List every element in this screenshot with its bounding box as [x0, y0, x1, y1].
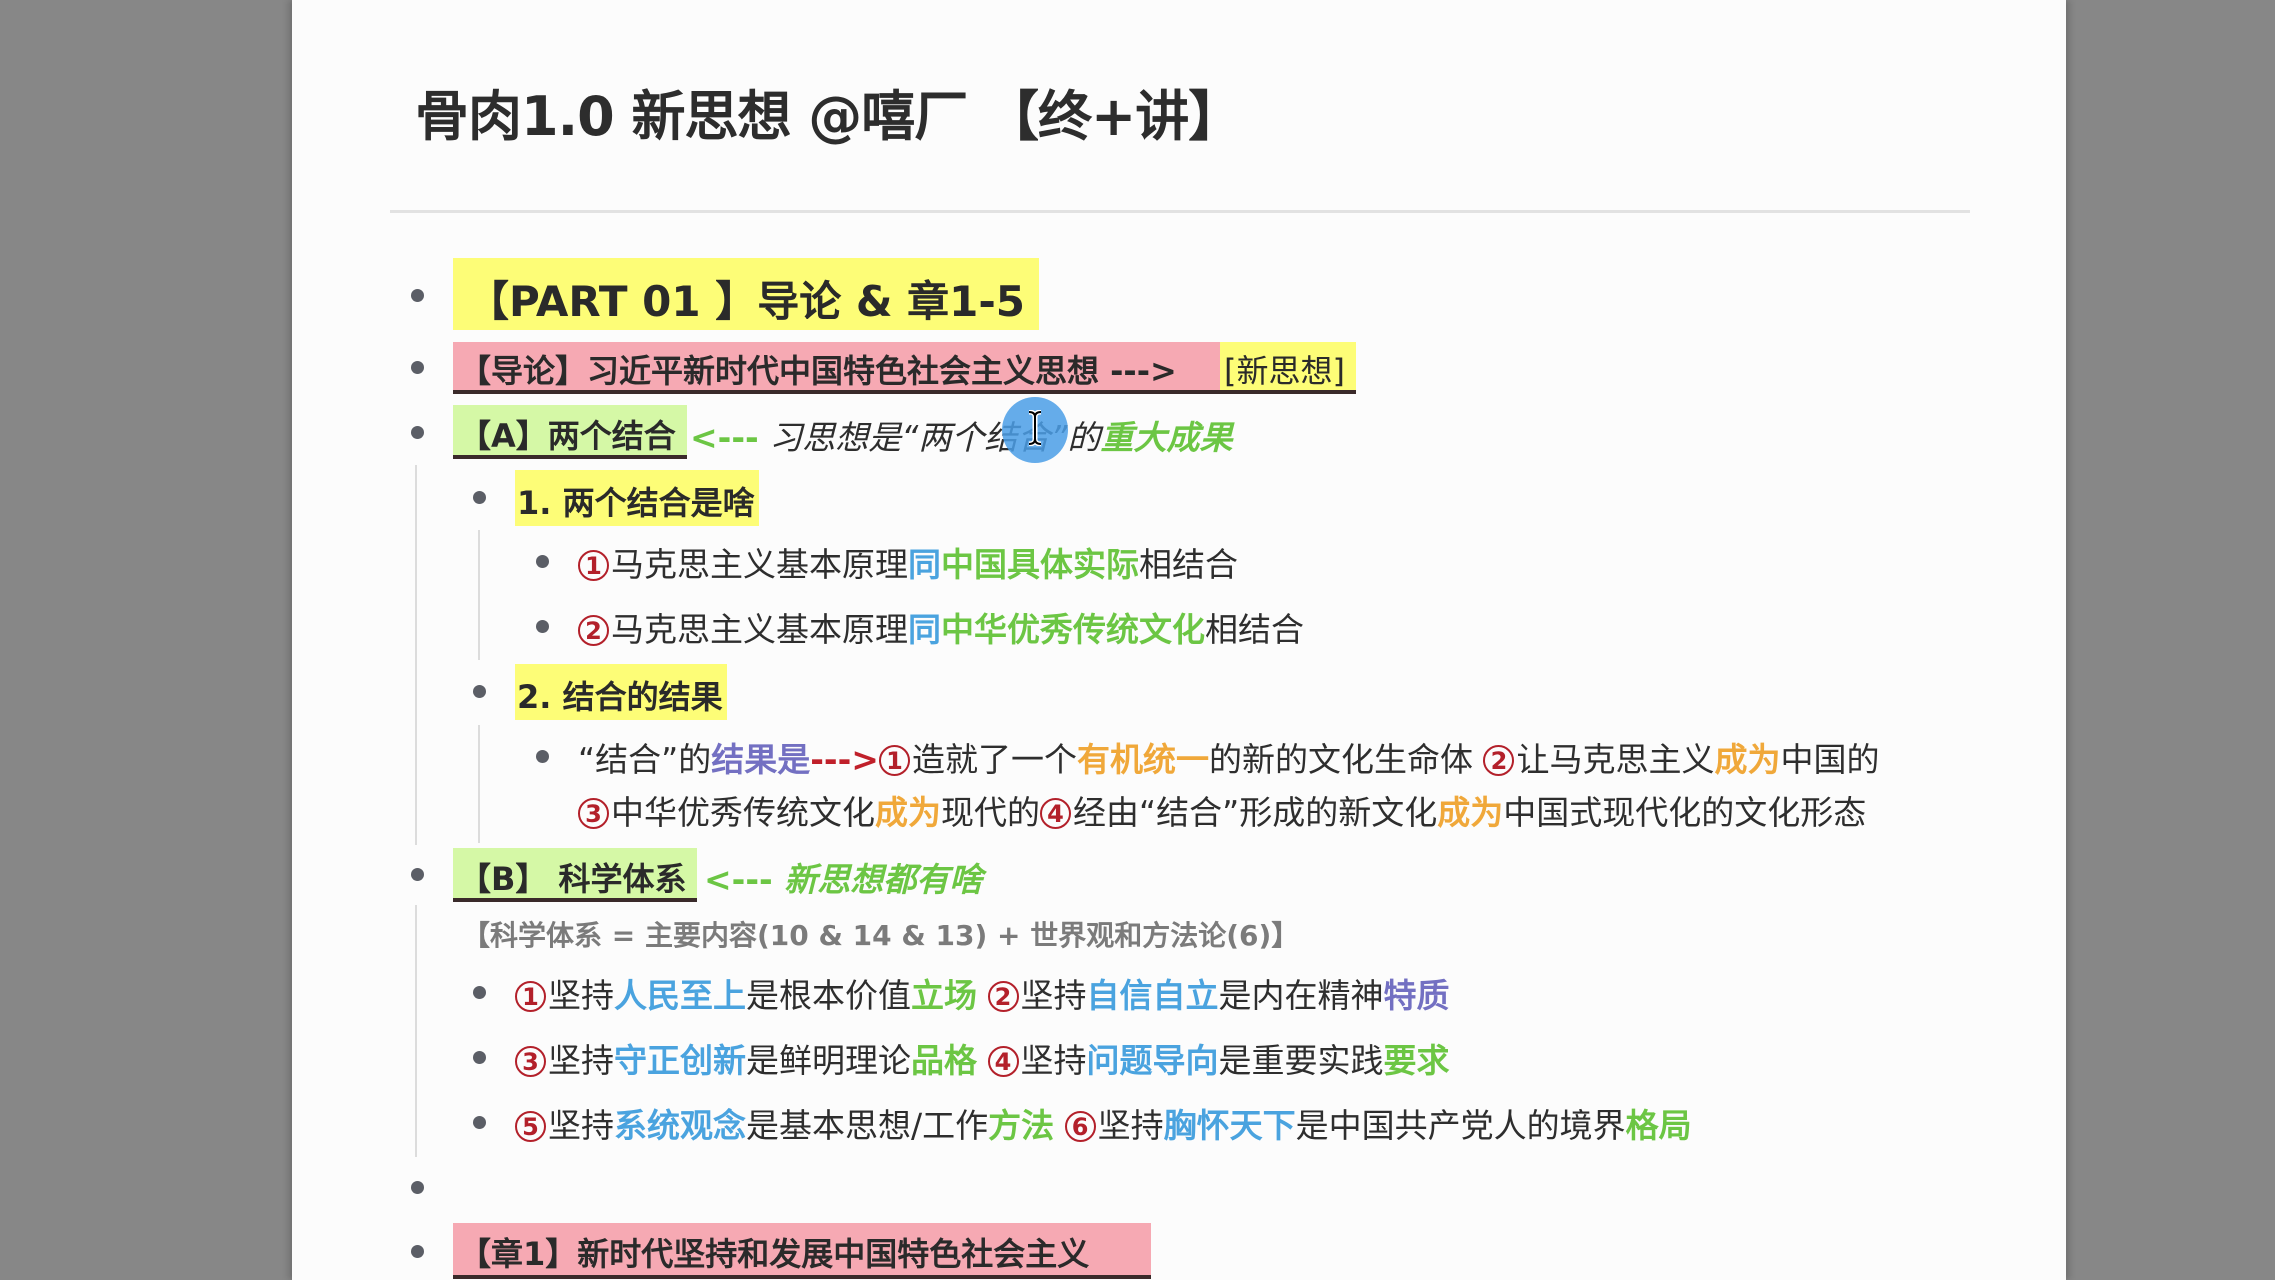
- bullet-dot[interactable]: [536, 555, 549, 568]
- section-b-heading[interactable]: 【B】 科学体系: [453, 848, 697, 902]
- indent-guide-a1: [478, 530, 480, 660]
- section-a-heading-text: 【A】两个结合: [459, 417, 676, 455]
- section-a-note: <--- 习思想是“两个结合”的重大成果: [690, 418, 1233, 457]
- bullet-dot[interactable]: [473, 685, 486, 698]
- bullet-dot[interactable]: [411, 426, 424, 439]
- intro-tag[interactable]: [新思想]: [1220, 342, 1356, 394]
- title-divider: [390, 210, 1970, 213]
- intro-tag-text: [新思想]: [1224, 352, 1345, 390]
- indent-guide-b: [415, 905, 417, 1157]
- bullet-dot[interactable]: [473, 1116, 486, 1129]
- indent-guide-a: [415, 465, 417, 845]
- chapter-1-heading[interactable]: 【章1】新时代坚持和发展中国特色社会主义: [453, 1223, 1151, 1279]
- arrow-left-icon: <---: [704, 860, 773, 899]
- intro-heading-text: 【导论】习近平新时代中国特色社会主义思想 --->: [459, 352, 1177, 390]
- bullet-dot[interactable]: [411, 1245, 424, 1258]
- empty-bullet[interactable]: [411, 1181, 424, 1194]
- part-heading[interactable]: 【PART 01 】导论 & 章1-5: [453, 258, 1039, 330]
- subheading-1-text: 1. 两个结合是啥: [517, 484, 755, 522]
- subheading-2-text: 2. 结合的结果: [517, 678, 723, 716]
- arrow-right-icon: --->: [810, 740, 879, 779]
- text-cursor-icon: [1028, 410, 1042, 446]
- bullet-dot[interactable]: [473, 986, 486, 999]
- bullet-dot[interactable]: [411, 868, 424, 881]
- section-b-formula: 【科学体系 = 主要内容(10 & 14 & 13) + 世界观和方法论(6)】: [462, 919, 1300, 952]
- bullet-dot[interactable]: [411, 289, 424, 302]
- subheading-2[interactable]: 2. 结合的结果: [515, 664, 727, 720]
- intro-heading[interactable]: 【导论】习近平新时代中国特色社会主义思想 --->: [453, 342, 1220, 394]
- bullet-dot[interactable]: [536, 750, 549, 763]
- part-heading-text: 【PART 01 】导论 & 章1-5: [467, 277, 1025, 326]
- indent-guide-a2: [478, 725, 480, 843]
- bullet-dot[interactable]: [473, 1051, 486, 1064]
- page-title: 骨肉1.0 新思想 @嘻厂 【终+讲】: [415, 85, 1242, 148]
- bullet-dot[interactable]: [536, 620, 549, 633]
- bullet-dot[interactable]: [473, 491, 486, 504]
- chapter-1-heading-text: 【章1】新时代坚持和发展中国特色社会主义: [459, 1235, 1090, 1273]
- section-b-note: <--- 新思想都有啥: [704, 860, 983, 899]
- section-a-heading[interactable]: 【A】两个结合: [453, 405, 687, 459]
- arrow-left-icon: <---: [690, 418, 759, 457]
- section-b-heading-text: 【B】 科学体系: [459, 860, 687, 898]
- bullet-dot[interactable]: [411, 361, 424, 374]
- subheading-1[interactable]: 1. 两个结合是啥: [515, 470, 759, 526]
